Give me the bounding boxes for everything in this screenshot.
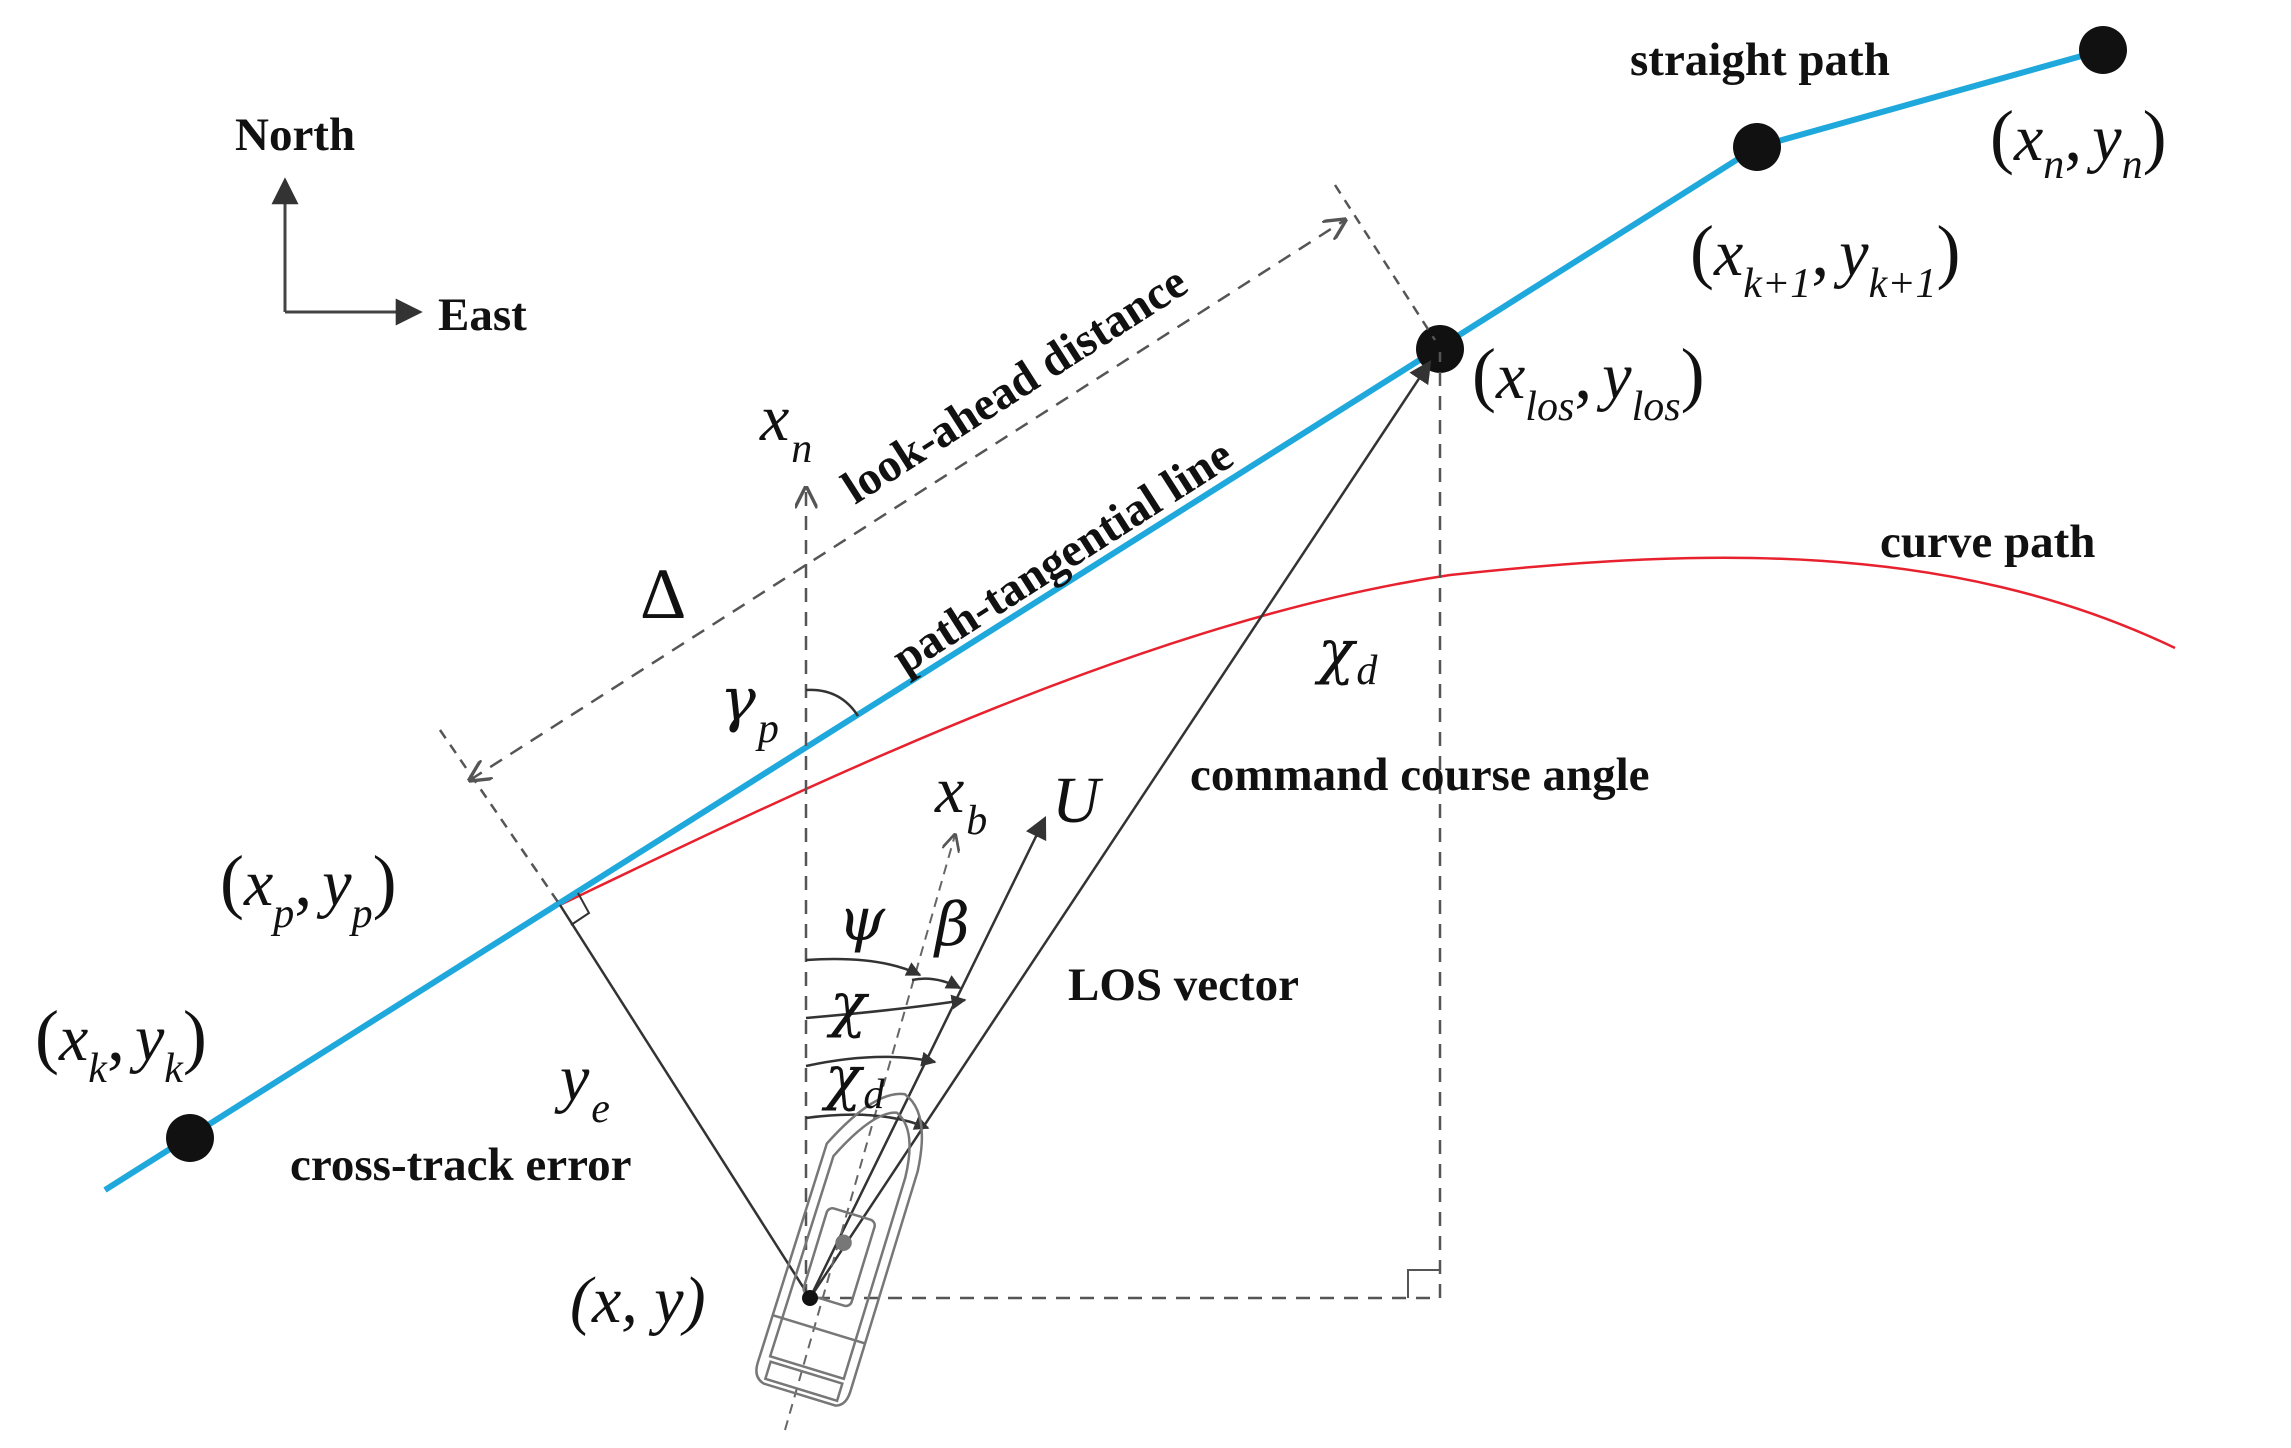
xb-label: xb	[934, 754, 987, 844]
psi-arc	[805, 957, 922, 977]
point-label-xlos-ylos: (xlos,ylos)	[1472, 334, 1705, 430]
waypoint-n	[2079, 26, 2127, 74]
vessel-icon	[755, 1092, 924, 1407]
vessel-origin-dot	[802, 1290, 818, 1306]
look-ahead-dimension	[438, 184, 1437, 906]
waypoint-k	[166, 1114, 214, 1162]
gamma-p-label: γp	[720, 665, 779, 752]
north-label: North	[235, 109, 355, 161]
curve-path-label: curve path	[1880, 516, 2095, 568]
gamma-p-arc	[805, 688, 860, 717]
straight-path-line	[103, 47, 2104, 1193]
ye-label: ye	[554, 1042, 610, 1132]
chi-label: χ	[826, 970, 870, 1040]
los-vector-line	[808, 360, 1432, 1299]
point-label-xp-yp: (xp,yp)	[220, 841, 397, 937]
beta-arc	[911, 975, 962, 990]
chi-d-low-label: χd	[821, 1043, 885, 1118]
point-label-xn-yn: (xn,yn)	[1990, 96, 2167, 188]
chi-d-arc	[805, 1113, 930, 1130]
xb-axis	[784, 835, 955, 1431]
chi-arc	[805, 994, 967, 1020]
compass: North East	[235, 109, 527, 341]
cross-track-line	[558, 904, 812, 1299]
waypoint-los	[1416, 325, 1464, 373]
point-label-x-y: (x, y)	[570, 1264, 706, 1337]
waypoint-k1	[1733, 123, 1781, 171]
point-label-xk1-yk1: (xk+1,yk+1)	[1690, 211, 1961, 307]
chi-arc-2	[805, 1051, 937, 1068]
los-vector-label: LOS vector	[1068, 959, 1299, 1011]
los-dashed-legs	[816, 352, 1442, 1300]
cross-track-label: cross-track error	[290, 1139, 631, 1191]
right-angle-xp	[570, 892, 591, 926]
beta-label: β	[933, 890, 970, 960]
east-label: East	[438, 289, 527, 341]
curve-path-line	[559, 556, 2176, 907]
u-label: U	[1052, 764, 1104, 837]
point-label-xk-yk: (xk,yk)	[35, 996, 207, 1092]
chi-d-top-label: χd	[1314, 617, 1378, 694]
right-angle-los	[1407, 1269, 1440, 1298]
path-tangential-label: path-tangential line	[883, 429, 1242, 685]
xn-axis-label: xn	[759, 382, 812, 472]
delta-symbol: Δ	[640, 554, 686, 634]
command-course-label: command course angle	[1190, 749, 1650, 801]
straight-path-label: straight path	[1630, 34, 1890, 86]
psi-label: ψ	[838, 885, 886, 955]
